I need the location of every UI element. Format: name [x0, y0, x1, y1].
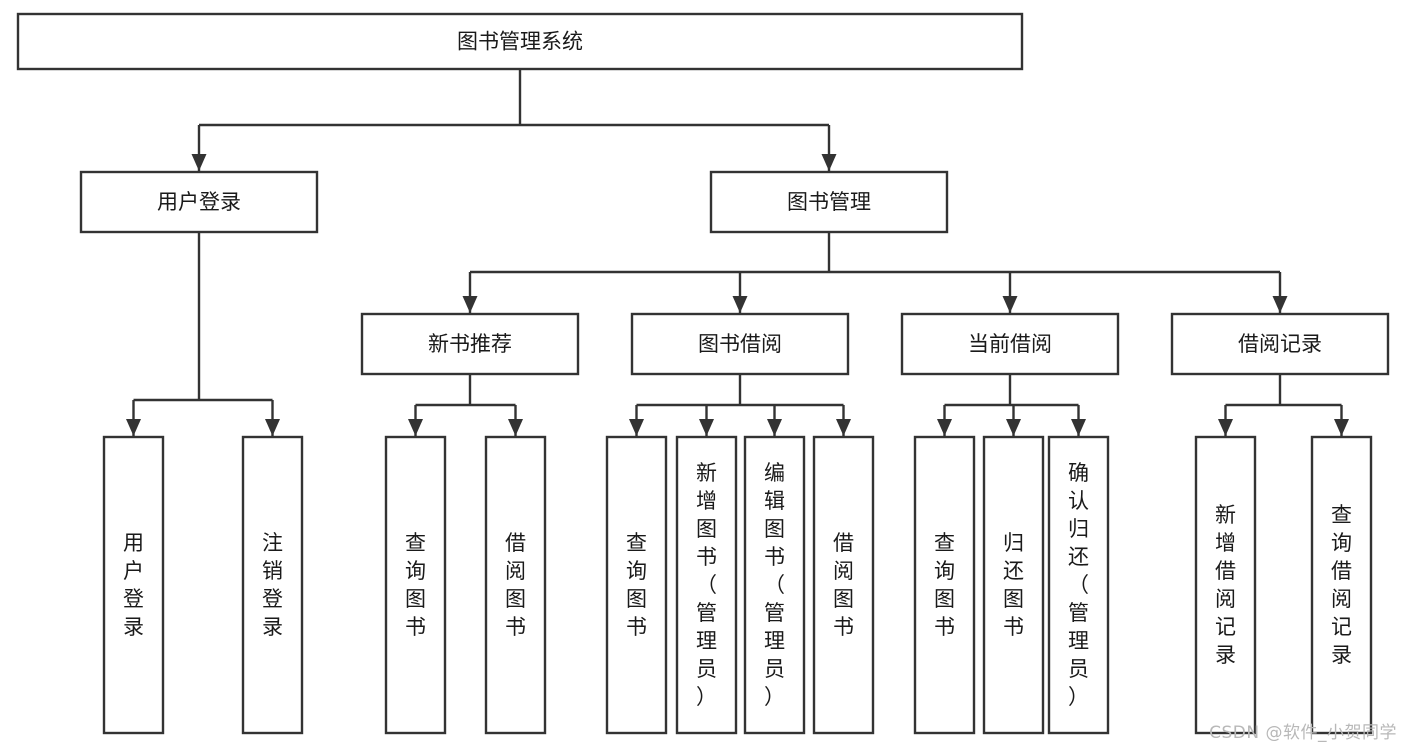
- node-box-borrow-record: [1170, 312, 1390, 376]
- leaves-current-borrow-arrow-1: [1006, 419, 1021, 436]
- node-label-leaf-add-record: 新增借阅记录: [1215, 503, 1236, 667]
- node-label-book-manage: 图书管理: [787, 190, 871, 214]
- node-box-leaf-query-book-borrow: [605, 435, 668, 735]
- node-box-leaf-return-book: [982, 435, 1045, 735]
- node-label-leaf-edit-book: 编辑图书（管理员）: [764, 461, 785, 709]
- node-current-borrow[interactable]: 当前借阅: [900, 312, 1120, 376]
- node-box-new-book-rec: [360, 312, 580, 376]
- node-box-leaf-add-book: [675, 435, 738, 735]
- node-label-new-book-rec: 新书推荐: [428, 332, 512, 356]
- leaves-new-book-rec-arrow-0: [408, 419, 423, 436]
- node-label-leaf-borrow-book-rec: 借阅图书: [505, 531, 526, 639]
- leaves-book-borrow-arrow-3: [836, 419, 851, 436]
- node-book-borrow[interactable]: 图书借阅: [630, 312, 850, 376]
- bookmanage-to-level3-arrow-0: [462, 296, 478, 313]
- node-label-leaf-return-book: 归还图书: [1003, 531, 1024, 639]
- node-leaf-add-book[interactable]: 新增图书（管理员）: [675, 435, 738, 735]
- node-box-root: [16, 12, 1024, 71]
- node-label-root: 图书管理系统: [457, 30, 583, 54]
- node-box-user-login: [79, 170, 319, 234]
- node-book-manage[interactable]: 图书管理: [709, 170, 949, 234]
- node-box-leaf-edit-book: [743, 435, 806, 735]
- node-label-leaf-logout: 注销登录: [262, 531, 283, 639]
- node-box-leaf-confirm-return: [1047, 435, 1110, 735]
- node-leaf-query-record[interactable]: 查询借阅记录: [1310, 435, 1373, 735]
- node-label-leaf-query-book-rec: 查询图书: [405, 531, 426, 639]
- node-label-leaf-borrow-book: 借阅图书: [833, 531, 854, 639]
- node-label-leaf-add-book: 新增图书（管理员）: [696, 461, 717, 709]
- node-label-leaf-confirm-return: 确认归还（管理员）: [1068, 461, 1089, 709]
- leaves-borrow-record-arrow-1: [1334, 419, 1349, 436]
- node-leaf-borrow-book-rec[interactable]: 借阅图书: [484, 435, 547, 735]
- node-label-leaf-query-book-cur: 查询图书: [934, 531, 955, 639]
- bookmanage-to-level3-arrow-2: [1002, 296, 1018, 313]
- node-leaf-borrow-book[interactable]: 借阅图书: [812, 435, 875, 735]
- node-box-leaf-borrow-book-rec: [484, 435, 547, 735]
- node-label-user-login: 用户登录: [157, 190, 241, 214]
- node-label-book-borrow: 图书借阅: [698, 332, 782, 356]
- node-leaf-query-book-cur[interactable]: 查询图书: [913, 435, 976, 735]
- leaves-book-borrow-arrow-2: [767, 419, 782, 436]
- csdn-watermark: CSDN @软件_小贺同学: [1209, 723, 1397, 743]
- node-label-borrow-record: 借阅记录: [1238, 332, 1322, 356]
- bookmanage-to-level3-arrow-1: [732, 296, 748, 313]
- node-box-leaf-query-book-rec: [384, 435, 447, 735]
- leaves-user-login-arrow-0: [126, 419, 141, 436]
- node-box-book-manage: [709, 170, 949, 234]
- node-box-leaf-add-record: [1194, 435, 1257, 735]
- node-leaf-return-book[interactable]: 归还图书: [982, 435, 1045, 735]
- node-leaf-query-book-rec[interactable]: 查询图书: [384, 435, 447, 735]
- leaves-book-borrow-arrow-1: [699, 419, 714, 436]
- node-box-leaf-user-login: [102, 435, 165, 735]
- node-leaf-confirm-return[interactable]: 确认归还（管理员）: [1047, 435, 1110, 735]
- node-box-leaf-query-book-cur: [913, 435, 976, 735]
- node-borrow-record[interactable]: 借阅记录: [1170, 312, 1390, 376]
- node-leaf-add-record[interactable]: 新增借阅记录: [1194, 435, 1257, 735]
- node-leaf-user-login[interactable]: 用户登录: [102, 435, 165, 735]
- node-box-book-borrow: [630, 312, 850, 376]
- node-box-leaf-borrow-book: [812, 435, 875, 735]
- node-leaf-edit-book[interactable]: 编辑图书（管理员）: [743, 435, 806, 735]
- bookmanage-to-level3-arrow-3: [1272, 296, 1288, 313]
- node-box-current-borrow: [900, 312, 1120, 376]
- node-label-leaf-query-record: 查询借阅记录: [1331, 503, 1352, 667]
- node-new-book-rec[interactable]: 新书推荐: [360, 312, 580, 376]
- connectors-layer: [126, 69, 1349, 436]
- node-box-leaf-logout: [241, 435, 304, 735]
- leaves-borrow-record-arrow-0: [1218, 419, 1233, 436]
- root-to-level2-arrow-0: [191, 154, 207, 171]
- nodes-layer: 图书管理系统用户登录图书管理新书推荐图书借阅当前借阅借阅记录用户登录注销登录查询…: [16, 12, 1390, 735]
- leaves-current-borrow-arrow-0: [937, 419, 952, 436]
- node-leaf-query-book-borrow[interactable]: 查询图书: [605, 435, 668, 735]
- node-user-login[interactable]: 用户登录: [79, 170, 319, 234]
- node-label-leaf-query-book-borrow: 查询图书: [626, 531, 647, 639]
- leaves-current-borrow-arrow-2: [1071, 419, 1086, 436]
- node-label-leaf-user-login: 用户登录: [123, 531, 144, 639]
- leaves-book-borrow-arrow-0: [629, 419, 644, 436]
- node-box-leaf-query-record: [1310, 435, 1373, 735]
- node-root[interactable]: 图书管理系统: [16, 12, 1024, 71]
- node-label-current-borrow: 当前借阅: [968, 332, 1052, 356]
- leaves-user-login-arrow-1: [265, 419, 280, 436]
- leaves-new-book-rec-arrow-1: [508, 419, 523, 436]
- root-to-level2-arrow-1: [821, 154, 837, 171]
- node-leaf-logout[interactable]: 注销登录: [241, 435, 304, 735]
